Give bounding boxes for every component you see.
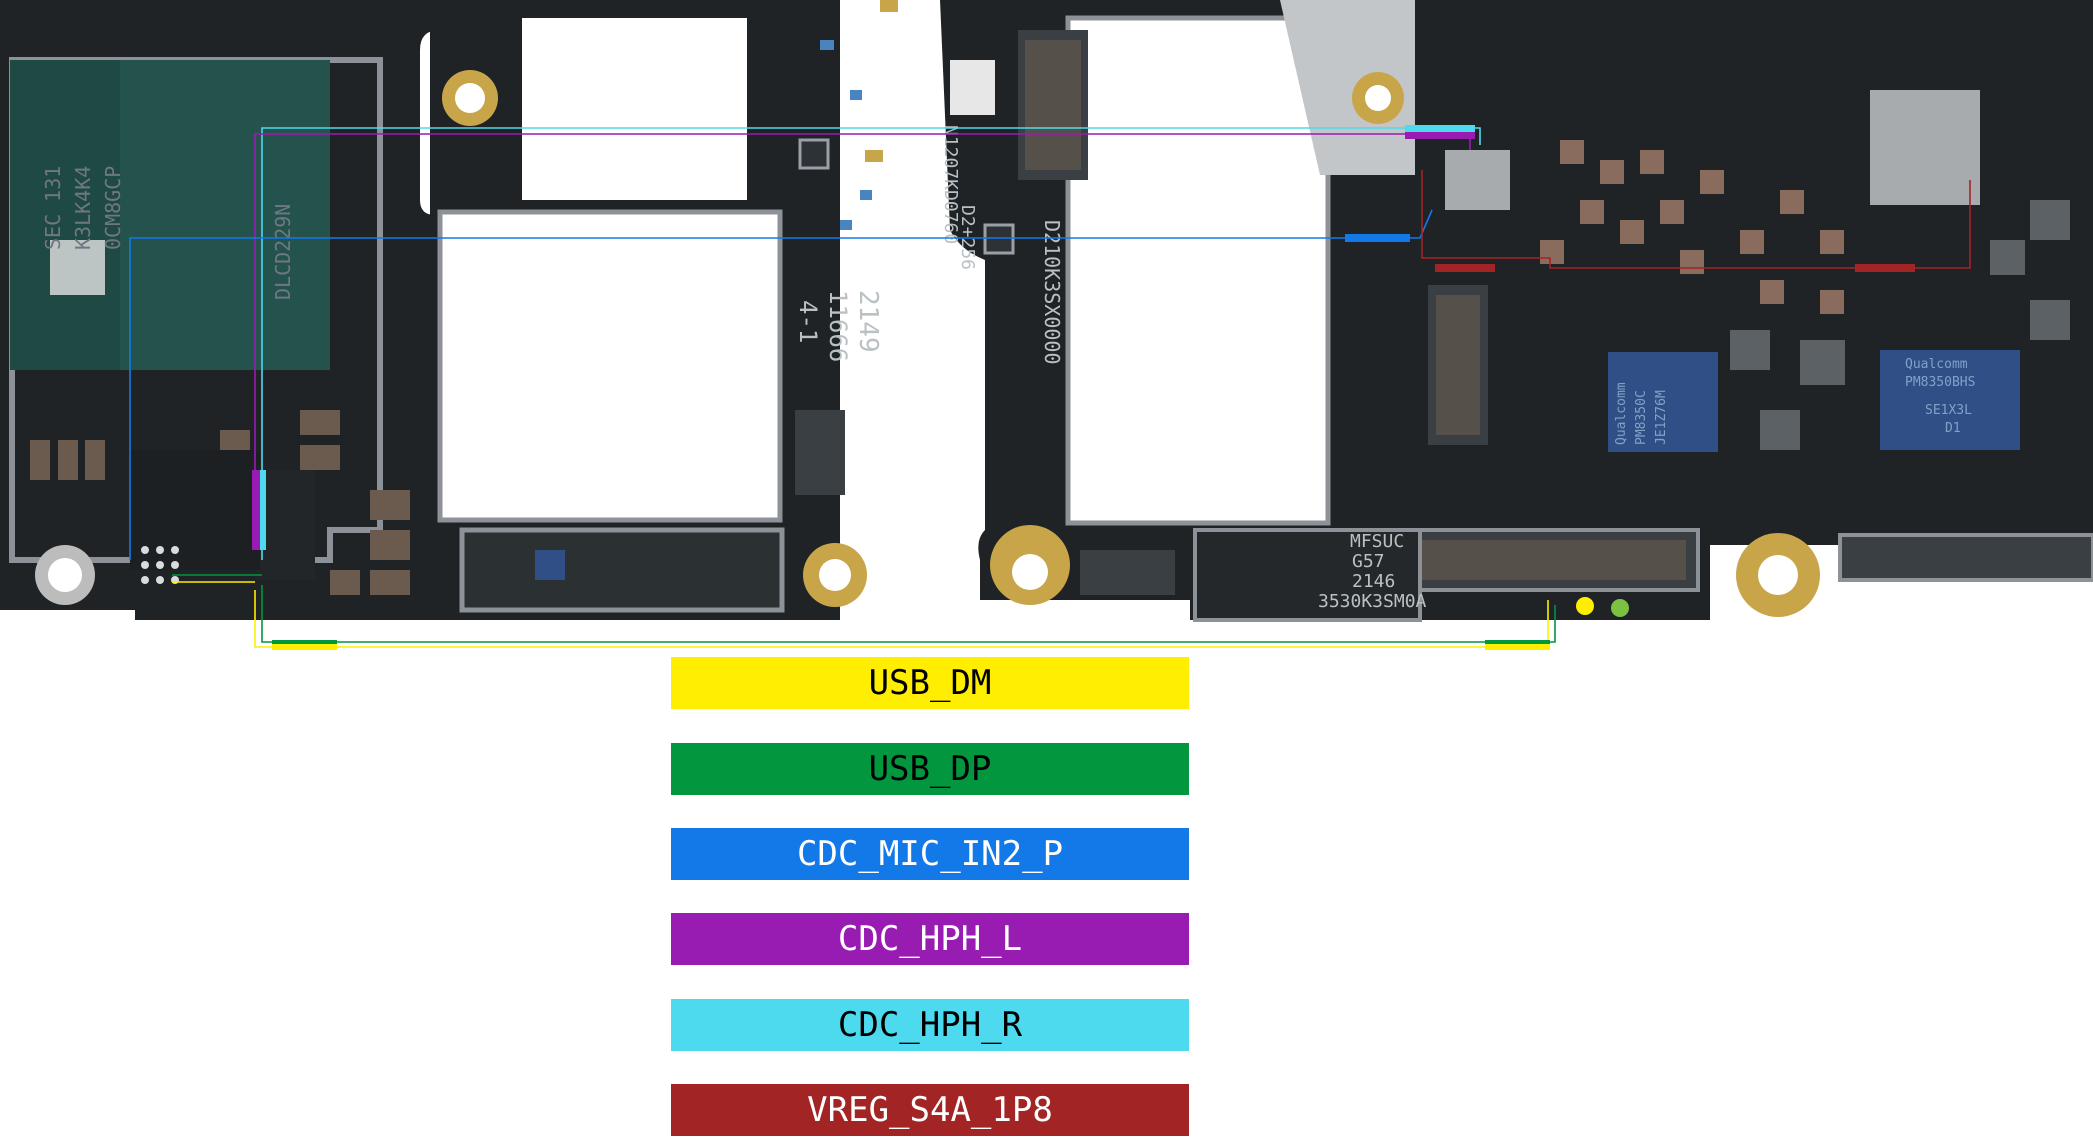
svg-text:SEC 131: SEC 131	[41, 166, 65, 250]
svg-text:K3LK4K4: K3LK4K4	[71, 166, 95, 250]
svg-text:11666: 11666	[824, 290, 852, 362]
pmic-right	[1880, 350, 2020, 450]
cutout-right	[1068, 18, 1328, 523]
signal-traces	[129, 127, 1971, 648]
svg-text:4-1: 4-1	[794, 300, 822, 343]
trace-markers	[252, 125, 1915, 650]
legend-usb-dp-label: USB_DP	[868, 749, 992, 789]
right-board: Qualcomm PM8350C JE1Z76M Qualcomm PM8350…	[940, 0, 2093, 622]
svg-text:0CM8GCP: 0CM8GCP	[101, 166, 125, 250]
legend-vreg-s4a-1p8-label: VREG_S4A_1P8	[807, 1090, 1053, 1130]
trace-cdc-hph-r	[261, 127, 1481, 560]
legend-usb-dm-label: USB_DM	[868, 663, 992, 703]
svg-text:3530K3SM0A: 3530K3SM0A	[1318, 591, 1427, 612]
svg-text:2146: 2146	[1352, 571, 1395, 592]
svg-text:MFSUC: MFSUC	[1350, 531, 1404, 552]
svg-text:DLCD229N: DLCD229N	[271, 204, 295, 300]
svg-text:SE1X3L: SE1X3L	[1925, 403, 1972, 418]
pmic-left	[1608, 352, 1718, 452]
left-board: 2149 11666 4-1 SEC 131 K3LK4K4 0CM8GCP D…	[0, 0, 898, 620]
svg-text:D1: D1	[1945, 421, 1961, 436]
svg-text:PM8350C: PM8350C	[1634, 390, 1649, 445]
svg-text:G57: G57	[1352, 551, 1385, 572]
legend-cdc-hph-l: CDC_HPH_L	[671, 913, 1189, 965]
svg-text:Qualcomm: Qualcomm	[1614, 382, 1629, 445]
trace-usb-dm	[254, 590, 1549, 648]
legend-vreg-s4a-1p8: VREG_S4A_1P8	[671, 1084, 1189, 1136]
legend-cdc-hph-r: CDC_HPH_R	[671, 999, 1189, 1051]
svg-text:N1207KD0760: N1207KD0760	[940, 125, 961, 244]
legend-usb-dm: USB_DM	[671, 657, 1189, 709]
legend-cdc-hph-l-label: CDC_HPH_L	[837, 919, 1023, 959]
svg-text:Qualcomm: Qualcomm	[1905, 357, 1968, 372]
svg-text:D210K3SX0000: D210K3SX0000	[1040, 220, 1064, 365]
legend-cdc-mic-in2-p-label: CDC_MIC_IN2_P	[796, 834, 1064, 874]
cutout-top	[522, 18, 747, 200]
trace-cdc-hph-l	[254, 133, 1471, 545]
legend-cdc-mic-in2-p: CDC_MIC_IN2_P	[671, 828, 1189, 880]
trace-usb-dp	[261, 585, 1556, 643]
legend-usb-dp: USB_DP	[671, 743, 1189, 795]
cutout-main	[440, 212, 780, 520]
svg-text:JE1Z76M: JE1Z76M	[1654, 390, 1669, 445]
svg-text:PM8350BHS: PM8350BHS	[1905, 375, 1975, 390]
legend-cdc-hph-r-label: CDC_HPH_R	[837, 1005, 1023, 1045]
trace-vreg	[1421, 170, 1971, 269]
svg-text:2149: 2149	[853, 290, 883, 353]
